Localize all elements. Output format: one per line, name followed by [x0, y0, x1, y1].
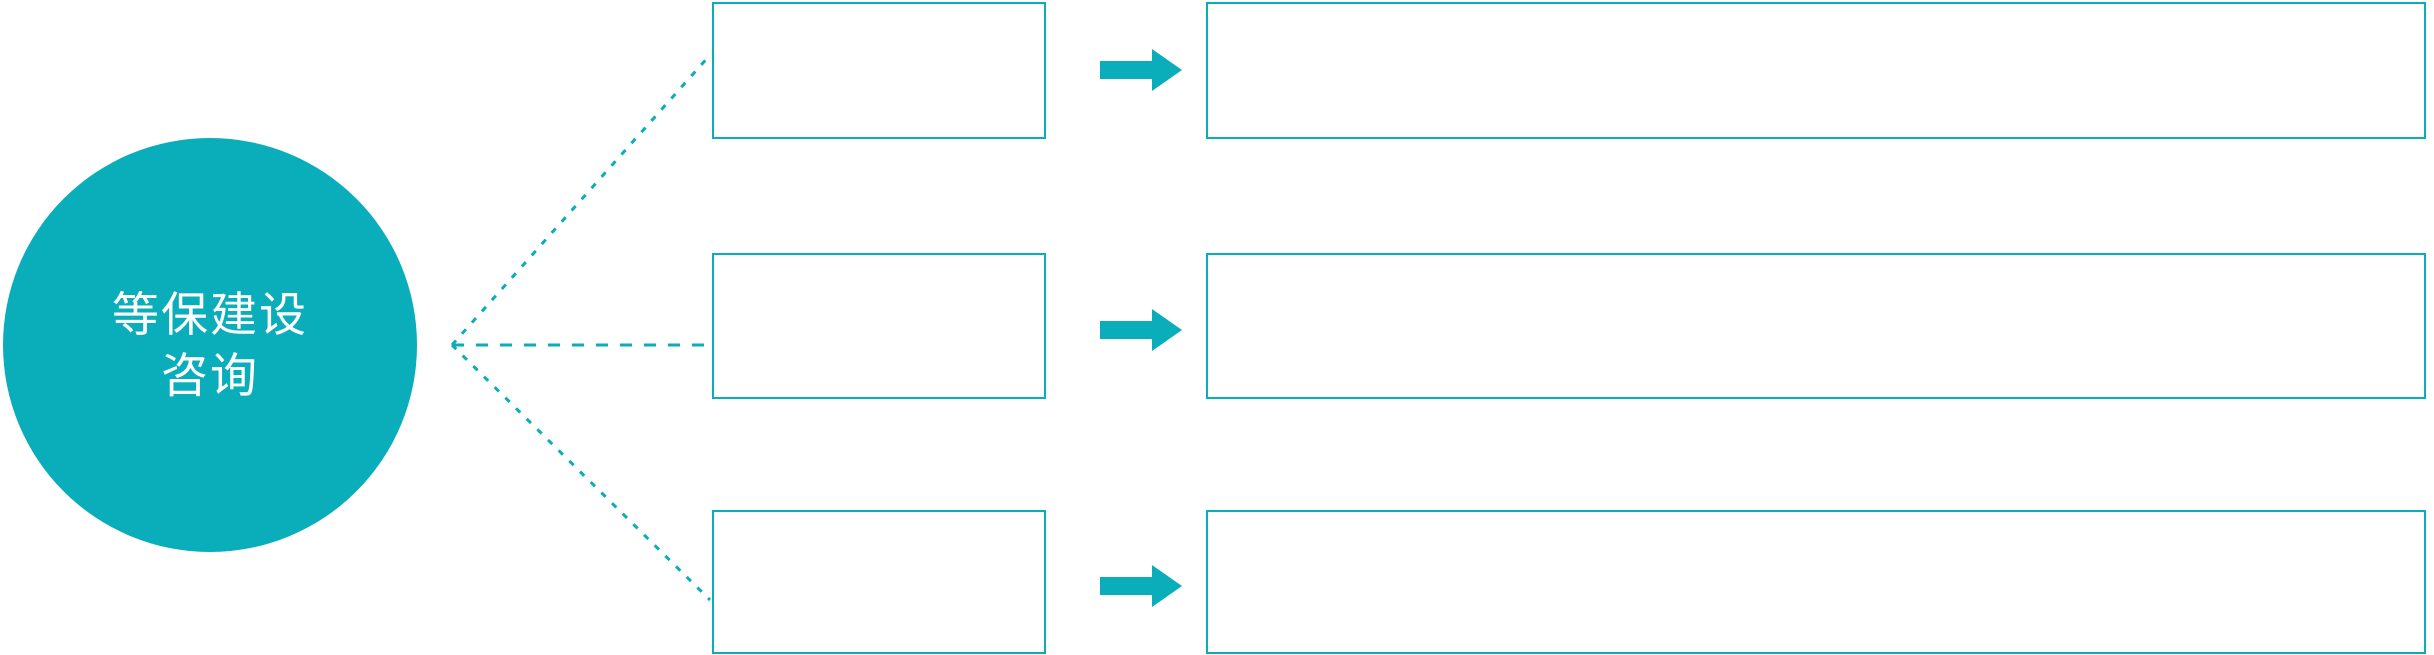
arrow-right-icon	[1100, 49, 1182, 91]
hub-circle[interactable]: 等保建设 咨询	[3, 138, 417, 552]
flow-row	[0, 509, 2434, 654]
arrow-right-icon	[1100, 565, 1182, 607]
hub-label-line-1: 等保建设	[112, 287, 308, 341]
hub-label-line-2: 咨询	[161, 349, 259, 402]
stage-box[interactable]	[712, 510, 1046, 654]
stage-box[interactable]	[712, 2, 1046, 139]
flow-row	[0, 252, 2434, 399]
detail-box[interactable]	[1206, 510, 2426, 654]
detail-box[interactable]	[1206, 2, 2426, 139]
arrow-right-icon	[1100, 309, 1182, 351]
stage-box[interactable]	[712, 253, 1046, 399]
flow-row	[0, 0, 2434, 143]
detail-box[interactable]	[1206, 253, 2426, 399]
